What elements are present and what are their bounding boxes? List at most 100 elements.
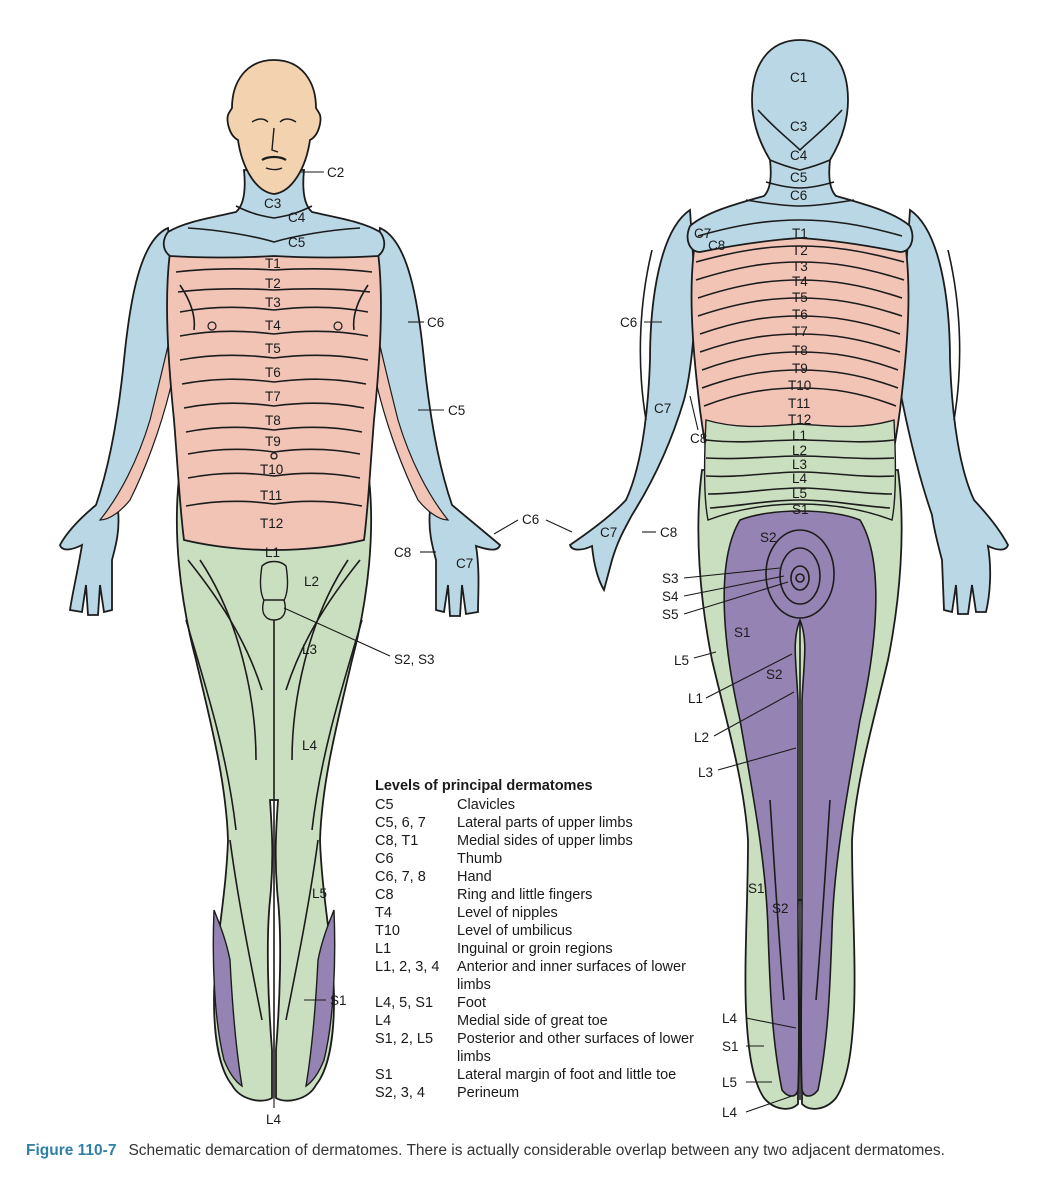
front-label-c7-hand: C7 xyxy=(456,556,473,571)
back-label-s2: S2 xyxy=(760,530,777,545)
back-label-t4: T4 xyxy=(792,274,808,289)
legend-level: C5, 6, 7 xyxy=(375,814,457,832)
legend-row: L4, 5, S1Foot xyxy=(375,994,715,1012)
front-label-t11: T11 xyxy=(260,488,282,503)
back-label-s5: S5 xyxy=(662,607,679,622)
back-label-c1: C1 xyxy=(790,70,807,85)
legend-description: Ring and little fingers xyxy=(457,886,715,904)
legend-description: Posterior and other surfaces of lower li… xyxy=(457,1030,715,1066)
back-label-l1: L1 xyxy=(792,428,807,443)
legend-row: S1, 2, L5Posterior and other surfaces of… xyxy=(375,1030,715,1066)
back-label-l5: L5 xyxy=(792,486,807,501)
front-label-c8-hand: C8 xyxy=(394,545,411,560)
legend-description: Hand xyxy=(457,868,715,886)
legend-row: S1Lateral margin of foot and little toe xyxy=(375,1066,715,1084)
legend-description: Medial side of great toe xyxy=(457,1012,715,1030)
legend-level: L1 xyxy=(375,940,457,958)
front-label-t3: T3 xyxy=(265,295,281,310)
front-label-t2: T2 xyxy=(265,276,281,291)
back-label-l3: L3 xyxy=(792,457,807,472)
front-label-c2: C2 xyxy=(327,165,344,180)
front-label-t1: T1 xyxy=(265,256,281,271)
back-label-s1-thigh: S1 xyxy=(734,625,751,640)
legend-description: Clavicles xyxy=(457,796,715,814)
front-head xyxy=(227,60,320,194)
legend-description: Inguinal or groin regions xyxy=(457,940,715,958)
front-label-t7: T7 xyxy=(265,389,281,404)
front-label-s2s3: S2, S3 xyxy=(394,652,435,667)
legend-description: Lateral parts of upper limbs xyxy=(457,814,715,832)
legend-level: L4 xyxy=(375,1012,457,1030)
legend-description: Lateral margin of foot and little toe xyxy=(457,1066,715,1084)
back-label-s2-calf: S2 xyxy=(772,901,789,916)
legend-level: C8, T1 xyxy=(375,832,457,850)
legend-level: L1, 2, 3, 4 xyxy=(375,958,457,994)
back-label-l4: L4 xyxy=(792,471,808,486)
legend-description: Medial sides of upper limbs xyxy=(457,832,715,850)
back-label-s2-thigh: S2 xyxy=(766,667,783,682)
legend-level: L4, 5, S1 xyxy=(375,994,457,1012)
back-label-t5: T5 xyxy=(792,290,808,305)
back-label-l4-ankle: L4 xyxy=(722,1011,738,1026)
back-label-c4: C4 xyxy=(790,148,808,163)
back-label-t1: T1 xyxy=(792,226,808,241)
back-label-t11: T11 xyxy=(788,396,810,411)
legend-level: S2, 3, 4 xyxy=(375,1084,457,1102)
back-label-s1-calf: S1 xyxy=(748,881,765,896)
front-label-t8: T8 xyxy=(265,413,281,428)
back-label-s3: S3 xyxy=(662,571,679,586)
front-label-s1: S1 xyxy=(330,993,347,1008)
back-label-c8-shoulder: C8 xyxy=(708,238,725,253)
legend-title: Levels of principal dermatomes xyxy=(375,777,715,795)
legend-description: Thumb xyxy=(457,850,715,868)
legend-level: C5 xyxy=(375,796,457,814)
front-label-t4: T4 xyxy=(265,318,281,333)
back-label-c7-arm: C7 xyxy=(654,401,671,416)
legend-level: S1, 2, L5 xyxy=(375,1030,457,1066)
back-label-c8-arm: C8 xyxy=(690,431,707,446)
back-label-l5-ankle: L5 xyxy=(722,1075,737,1090)
legend-description: Level of nipples xyxy=(457,904,715,922)
front-label-l2: L2 xyxy=(304,574,319,589)
legend-row: L1Inguinal or groin regions xyxy=(375,940,715,958)
front-label-l5: L5 xyxy=(312,886,327,901)
front-label-t6: T6 xyxy=(265,365,281,380)
back-label-c6: C6 xyxy=(790,188,807,203)
legend-description: Perineum xyxy=(457,1084,715,1102)
back-label-t9: T9 xyxy=(792,361,808,376)
back-label-s1-ankle: S1 xyxy=(722,1039,739,1054)
back-label-c8-hand: C8 xyxy=(660,525,677,540)
front-label-t5: T5 xyxy=(265,341,281,356)
legend-row: S2, 3, 4Perineum xyxy=(375,1084,715,1102)
back-right-arm xyxy=(899,210,1008,614)
back-label-c5: C5 xyxy=(790,170,807,185)
front-label-c3: C3 xyxy=(264,196,281,211)
legend-description: Foot xyxy=(457,994,715,1012)
back-label-l1-leg: L1 xyxy=(688,691,703,706)
front-label-c5-arm: C5 xyxy=(448,403,465,418)
back-label-c3: C3 xyxy=(790,119,807,134)
legend-row: C5Clavicles xyxy=(375,796,715,814)
back-label-s1-top: S1 xyxy=(792,502,809,517)
legend-level: C6 xyxy=(375,850,457,868)
front-label-c4: C4 xyxy=(288,210,306,225)
front-label-l1: L1 xyxy=(265,545,280,560)
legend-description: Level of umbilicus xyxy=(457,922,715,940)
back-label-t8: T8 xyxy=(792,343,808,358)
legend-row: C5, 6, 7Lateral parts of upper limbs xyxy=(375,814,715,832)
back-label-c6-arm: C6 xyxy=(620,315,637,330)
caption-text: Schematic demarcation of dermatomes. The… xyxy=(128,1142,944,1159)
front-label-l4: L4 xyxy=(302,738,318,753)
front-label-t12: T12 xyxy=(260,516,283,531)
back-label-l5-thigh: L5 xyxy=(674,653,689,668)
legend-level: C8 xyxy=(375,886,457,904)
back-label-t12: T12 xyxy=(788,412,811,427)
front-label-l3: L3 xyxy=(302,642,317,657)
